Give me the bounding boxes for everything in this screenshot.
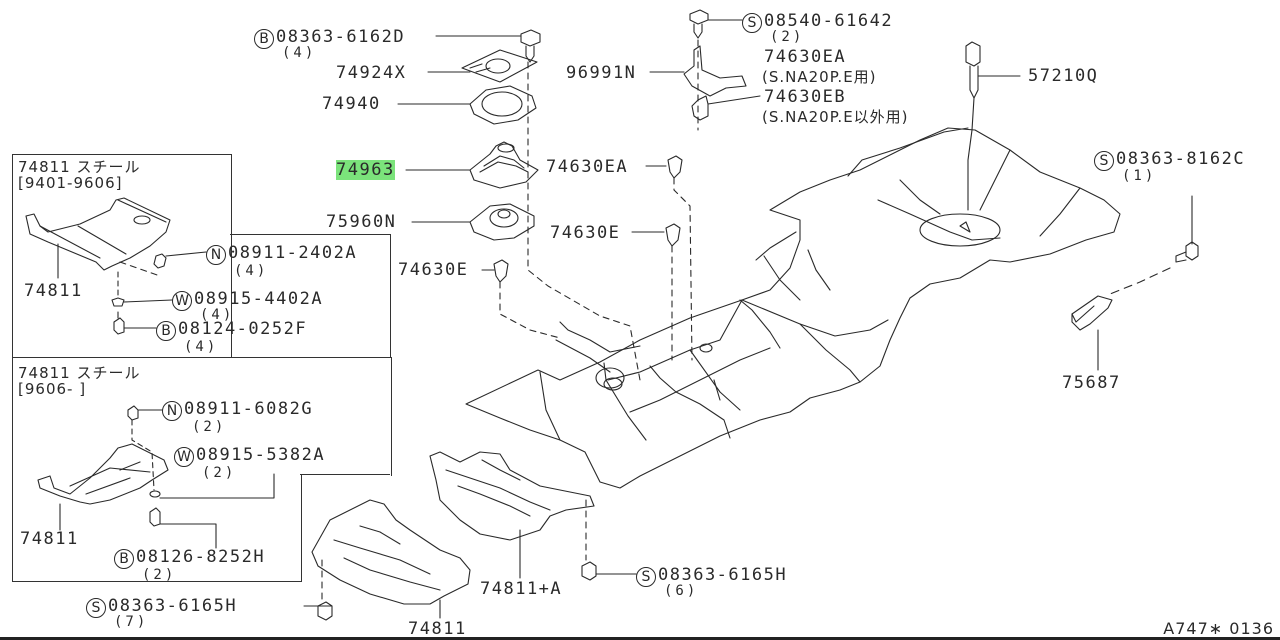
part-clip-ea[interactable]: 74630EA <box>764 47 847 67</box>
shifter-boot-stack-drawing <box>461 29 641 381</box>
inset1-range: [9401-9606] <box>18 174 123 192</box>
part-bracket-right[interactable]: 75687 <box>1062 373 1121 393</box>
under-cover-74811-drawing <box>311 499 471 621</box>
part-grommet-ea[interactable]: 74630EA <box>546 157 629 177</box>
inset1-title: 74811 スチール <box>18 158 141 176</box>
nut-prefix-icon: N <box>206 245 226 265</box>
inset1-washer-qty: (4) <box>200 307 235 323</box>
under-cover-74811a-drawing <box>429 451 597 581</box>
inset1-bolt-qty: (4) <box>184 339 219 355</box>
part-grommet-mid[interactable]: 74630E <box>550 223 621 243</box>
harness-clip-57210q-drawing <box>965 41 981 211</box>
part-bracket[interactable]: 96991N <box>566 63 637 83</box>
part-bolt-top-qty: (4) <box>282 45 317 61</box>
inset2-nut-qty: (2) <box>192 419 227 435</box>
washer-prefix-icon: W <box>172 291 192 311</box>
bolt-prefix-icon: S <box>1094 151 1114 171</box>
part-grommet-left[interactable]: 74630E <box>398 260 469 280</box>
inset1-nut-qty: (4) <box>234 263 269 279</box>
bolt-prefix-icon: S <box>636 567 656 587</box>
part-harness-clip[interactable]: 57210Q <box>1028 66 1099 86</box>
inset2-cover-drawing <box>37 405 169 527</box>
part-clip-eb-note: (S.NA20P.E以外用) <box>762 108 909 126</box>
inset1-cover-drawing <box>25 197 171 335</box>
part-boot-inner[interactable]: 75960N <box>326 212 397 232</box>
grommets-drawing <box>493 155 693 361</box>
inset2-washer-qty: (2) <box>202 465 237 481</box>
inset2-bolt-qty: (2) <box>142 567 177 583</box>
part-bolt-bottom-mid-qty: (6) <box>664 583 699 599</box>
floor-panel-drawing <box>465 127 1121 489</box>
inset-frame-1 <box>12 154 232 358</box>
leader-lines <box>57 19 1193 619</box>
inset2-part-label[interactable]: 74811 <box>20 529 79 549</box>
part-plate[interactable]: 74924X <box>336 63 407 83</box>
part-clip-eb[interactable]: 74630EB <box>764 87 847 107</box>
part-ring[interactable]: 74940 <box>322 94 381 114</box>
inset2-title: 74811 スチール <box>18 364 141 382</box>
bolt-prefix-icon: B <box>156 321 176 341</box>
diagram-reference-code: A747∗ 0136 <box>1163 619 1274 638</box>
part-bolt-right-qty: (1) <box>1122 168 1157 184</box>
part-under-cover[interactable]: 74811 <box>408 619 467 639</box>
part-boot[interactable]: 74963 <box>336 160 395 180</box>
part-screw-top-qty: (2) <box>770 29 805 45</box>
nut-prefix-icon: N <box>162 401 182 421</box>
part-clip-ea-note: (S.NA20P.E用) <box>762 68 877 86</box>
bolt-prefix-icon: B <box>114 549 134 569</box>
inset-frame-2 <box>12 357 392 476</box>
washer-prefix-icon: W <box>174 447 194 467</box>
bracket-96991n-drawing <box>683 9 747 131</box>
bolt-prefix-icon: S <box>86 598 106 618</box>
inset-frame-2-step <box>300 474 390 476</box>
inset2-range: [9606- ] <box>18 380 87 398</box>
inset1-part-label[interactable]: 74811 <box>24 281 83 301</box>
inset-frame-2-ext <box>12 475 302 582</box>
part-under-cover-a[interactable]: 74811+A <box>480 579 563 599</box>
screw-prefix-icon: S <box>742 13 762 33</box>
bottom-border <box>0 637 1280 640</box>
inset-frame-1-ext <box>230 234 391 358</box>
part-bolt-bottom-left-qty: (7) <box>114 614 149 630</box>
bolt-prefix-icon: B <box>254 29 274 49</box>
bracket-75687-drawing <box>1071 241 1199 331</box>
boot-highlight: 74963 <box>336 160 395 180</box>
